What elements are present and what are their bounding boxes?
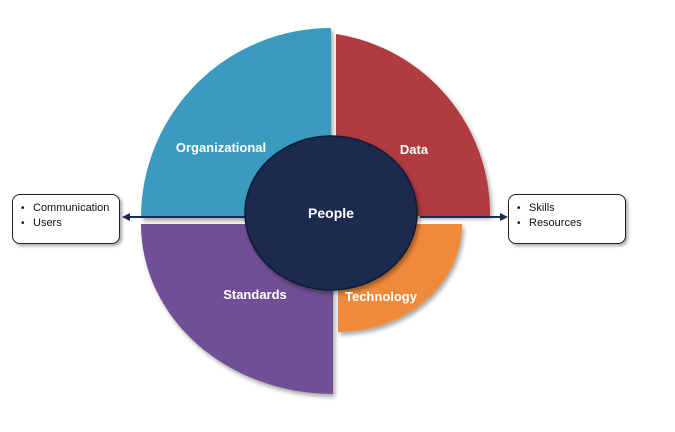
technology-label: Technology bbox=[345, 289, 418, 304]
callout-item: Communication bbox=[21, 201, 111, 216]
callout-item: Resources bbox=[517, 216, 617, 231]
data-label: Data bbox=[400, 142, 429, 157]
people-label: People bbox=[308, 205, 354, 221]
callout-item: Users bbox=[21, 216, 111, 231]
callout-communication-users: Communication Users bbox=[12, 194, 120, 244]
callout-item: Skills bbox=[517, 201, 617, 216]
people-center bbox=[244, 135, 418, 291]
organizational-label: Organizational bbox=[176, 140, 266, 155]
standards-label: Standards bbox=[223, 287, 287, 302]
callout-skills-resources: Skills Resources bbox=[508, 194, 626, 244]
